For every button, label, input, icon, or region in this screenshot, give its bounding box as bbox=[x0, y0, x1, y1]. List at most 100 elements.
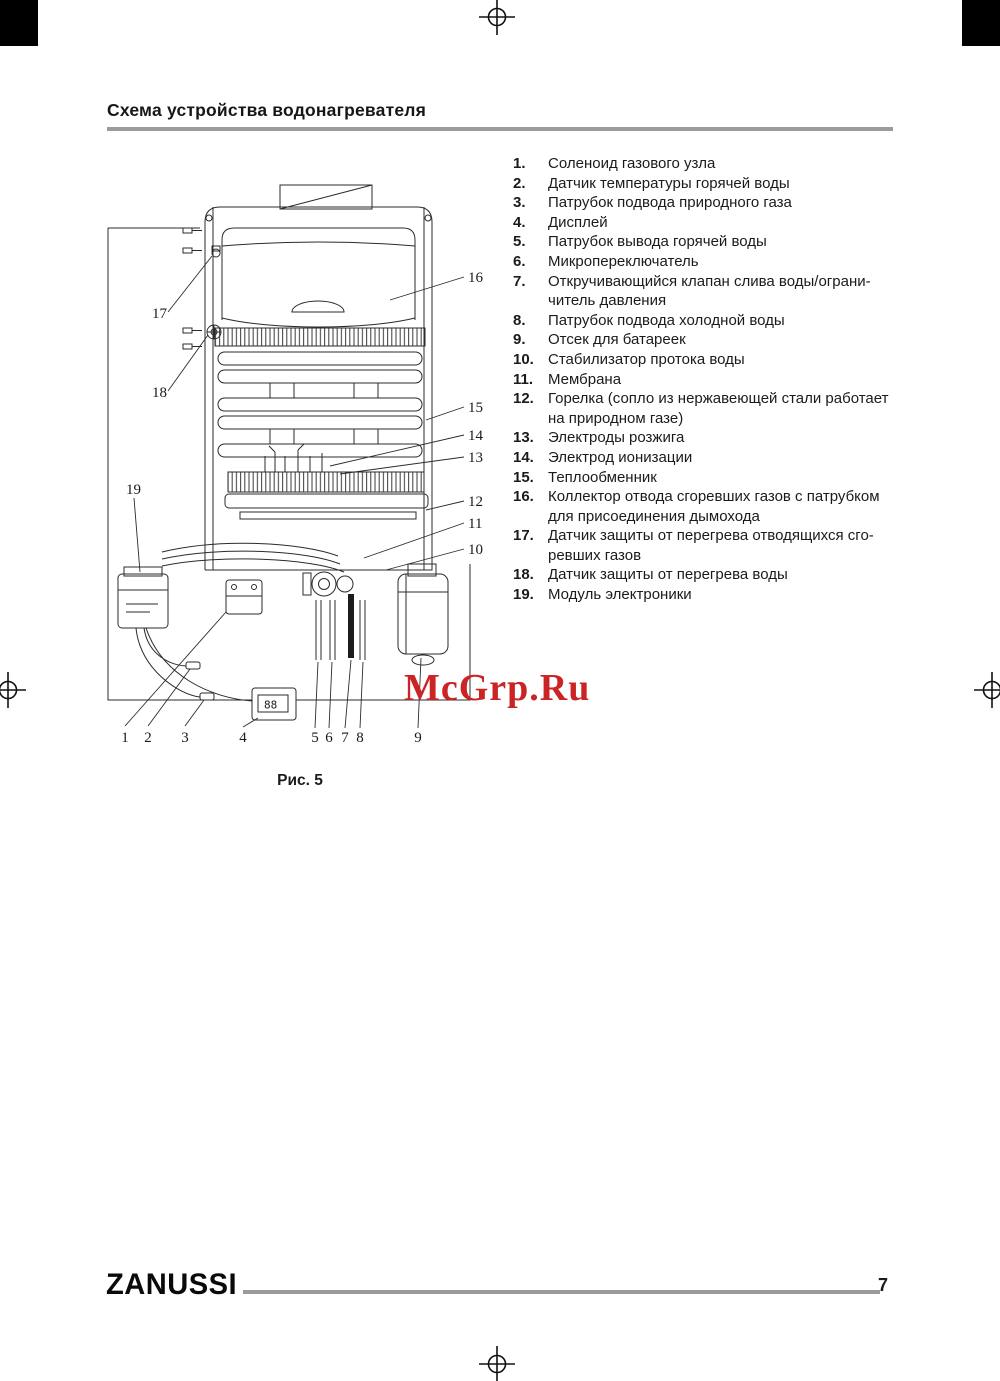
mounting-bolts bbox=[182, 227, 202, 350]
legend-item: 17. Датчик защиты от перегрева отводящихс… bbox=[513, 526, 905, 565]
legend-item-text: Патрубок вывода горячей воды bbox=[548, 233, 767, 251]
title-divider bbox=[107, 127, 893, 131]
legend-item: 6. Микропереключатель bbox=[513, 252, 905, 272]
legend-item: 5. Патрубок вывода горячей воды bbox=[513, 232, 905, 252]
callout-17: 17 bbox=[152, 306, 168, 322]
legend-item: 2.Датчик температуры горячей воды bbox=[513, 174, 905, 194]
legend-item-number: 19. bbox=[513, 586, 534, 604]
callout-8: 8 bbox=[356, 730, 364, 746]
wiring-tubes bbox=[161, 542, 345, 573]
legend-item-text: Модуль электроники bbox=[548, 586, 692, 604]
callout-1: 1 bbox=[121, 730, 129, 746]
legend-item: 13.Электроды розжига bbox=[513, 428, 905, 448]
legend-item-number: 10. bbox=[513, 350, 534, 368]
legend-item: 12. Горелка (сопло из нержавеющей стали р… bbox=[513, 389, 905, 428]
legend-item-number: 1. bbox=[513, 155, 526, 172]
legend-item-number: 11. bbox=[513, 370, 534, 388]
callout-10: 10 bbox=[468, 542, 483, 558]
legend-item-text: Горелка (сопло из нержавеющей стали рабо… bbox=[548, 390, 889, 427]
legend-item: 3. Патрубок подвода природного газа bbox=[513, 193, 905, 213]
heat-exchanger-fins bbox=[214, 327, 426, 347]
legend-item: 4. Дисплей bbox=[513, 213, 905, 233]
legend-item-text: Соленоид газового узла bbox=[548, 155, 716, 172]
legend-item: 19. Модуль электроники bbox=[513, 585, 905, 605]
legend-item: 10.Стабилизатор протока воды bbox=[513, 350, 905, 370]
legend-item-text: Датчик защиты от перегрева отводящихся с… bbox=[548, 527, 874, 564]
water-overheat-sensor bbox=[206, 324, 222, 340]
legend-item-text: Дисплей bbox=[548, 213, 608, 231]
watermark: McGrp.Ru bbox=[404, 667, 591, 709]
callout-14: 14 bbox=[468, 428, 484, 444]
legend-item-text: Микропереключатель bbox=[548, 252, 699, 270]
legend-item-number: 4. bbox=[513, 213, 526, 231]
registration-mark-top bbox=[479, 0, 515, 35]
legend-item-number: 15. bbox=[513, 468, 534, 486]
brand-logo: ZANUSSI bbox=[106, 1268, 238, 1301]
callout-16: 16 bbox=[468, 270, 484, 286]
legend-item-text: Мембрана bbox=[548, 370, 622, 388]
page-title: Схема устройства водонагревателя bbox=[107, 100, 426, 120]
legend-item: 15. Теплообменник bbox=[513, 468, 905, 488]
print-corner-mark-left bbox=[0, 0, 38, 46]
callout-11: 11 bbox=[468, 516, 482, 532]
callout-5: 5 bbox=[311, 730, 319, 746]
figure-caption: Рис. 5 bbox=[277, 772, 323, 789]
legend-item-number: 16. bbox=[513, 488, 534, 506]
legend-item: 18. Датчик защиты от перегрева воды bbox=[513, 565, 905, 585]
legend-item: 7. Откручивающийся клапан слива воды/огра… bbox=[513, 272, 905, 311]
callout-19: 19 bbox=[126, 482, 141, 498]
legend-item-number: 18. bbox=[513, 566, 534, 584]
legend-item-text: Патрубок подвода холодной воды bbox=[548, 311, 785, 329]
callout-18: 18 bbox=[152, 385, 167, 401]
callout-9: 9 bbox=[414, 730, 422, 746]
legend-item-text: Патрубок подвода природного газа bbox=[548, 194, 792, 212]
legend-item-number: 7. bbox=[513, 272, 526, 290]
print-corner-mark-right bbox=[962, 0, 1000, 46]
legend-item-number: 14. bbox=[513, 448, 534, 466]
legend-item-number: 5. bbox=[513, 233, 526, 251]
water-valve-unit bbox=[302, 571, 354, 597]
legend-item-text: Электрод ионизации bbox=[548, 448, 693, 466]
legend-item: 16. Коллектор отвода сгоревших газов с па… bbox=[513, 487, 905, 526]
flue-collar bbox=[279, 184, 373, 210]
callout-4: 4 bbox=[239, 730, 247, 746]
battery-compartment bbox=[397, 563, 449, 666]
legend-item-number: 17. bbox=[513, 527, 534, 545]
legend-item-text: Датчик температуры горячей воды bbox=[548, 174, 790, 192]
callout-numbers: 17 18 19 16 15 14 13 12 11 10 1 2 3 4 5 … bbox=[121, 270, 483, 746]
gas-solenoid-valve bbox=[225, 579, 263, 615]
heat-exchanger-coils bbox=[217, 351, 423, 458]
burner bbox=[224, 443, 429, 520]
callout-12: 12 bbox=[468, 494, 483, 510]
legend-item-number: 6. bbox=[513, 252, 526, 270]
casing bbox=[204, 206, 433, 571]
callout-7: 7 bbox=[341, 730, 349, 746]
legend-item-text: Теплообменник bbox=[548, 468, 657, 486]
legend-item: 9.Отсек для батареек bbox=[513, 330, 905, 350]
callout-15: 15 bbox=[468, 400, 483, 416]
legend-item-number: 12. bbox=[513, 390, 534, 408]
legend-item-number: 8. bbox=[513, 311, 526, 329]
registration-mark-left bbox=[0, 672, 26, 708]
callout-3: 3 bbox=[181, 730, 189, 746]
display-value: 88 bbox=[264, 699, 277, 712]
footer-divider bbox=[243, 1290, 880, 1294]
legend-item-number: 9. bbox=[513, 331, 526, 349]
legend-item-number: 3. bbox=[513, 194, 526, 212]
legend-item: 1. Соленоид газового узла bbox=[513, 154, 905, 174]
legend-item: 8. Патрубок подвода холодной воды bbox=[513, 311, 905, 331]
page-number: 7 bbox=[878, 1275, 889, 1295]
legend-item: 14. Электрод ионизации bbox=[513, 448, 905, 468]
registration-mark-right bbox=[974, 672, 1000, 708]
legend-item-number: 13. bbox=[513, 429, 534, 447]
legend-item-text: Откручивающийся клапан слива воды/ограни… bbox=[548, 272, 871, 310]
legend-item: 11. Мембрана bbox=[513, 370, 905, 390]
display-unit: 88 bbox=[145, 627, 297, 721]
callout-leaders bbox=[124, 255, 465, 729]
callout-13: 13 bbox=[468, 450, 483, 466]
legend-item-text: Датчик защиты от перегрева воды bbox=[548, 566, 788, 584]
water-heater-diagram: 88 bbox=[107, 184, 484, 746]
legend-item-text: Коллектор отвода сгоревших газов с патру… bbox=[548, 488, 880, 525]
electronics-module bbox=[117, 566, 215, 701]
parts-legend: 1. Соленоид газового узла 2.Датчик темпер… bbox=[513, 154, 905, 605]
